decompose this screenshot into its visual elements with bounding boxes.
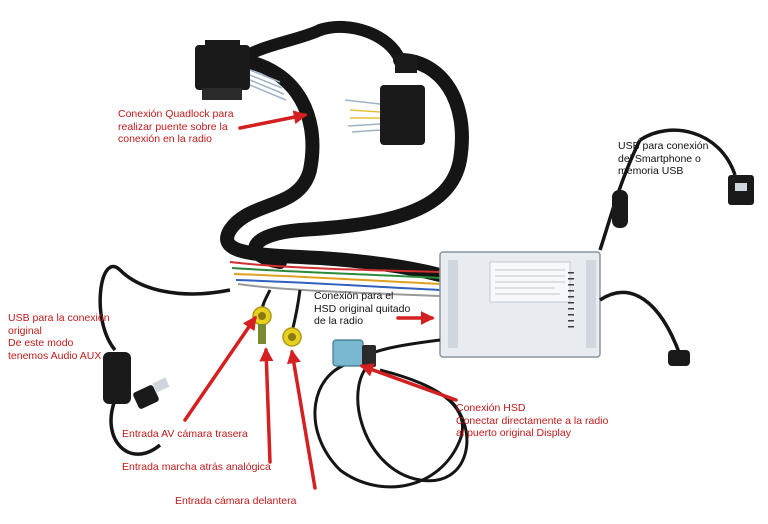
arrow-av-rear — [183, 315, 257, 422]
label-reverse-analog: Entrada marcha atrás analógica — [122, 461, 271, 473]
rca-yellow-connectors — [252, 289, 302, 347]
jack-connector-right — [668, 350, 690, 366]
arrow-reverse — [259, 347, 274, 464]
wiring-harness — [220, 20, 469, 282]
interface-module — [439, 251, 601, 358]
label-front-camera: Entrada cámara delantera — [175, 495, 297, 507]
quadlock-connector-left — [195, 40, 287, 101]
label-av-rear-camera: Entrada AV cámara trasera — [122, 428, 248, 440]
quadlock-connector-right — [344, 55, 425, 145]
wire-bundle — [229, 261, 441, 297]
label-hsd-connect: Conexión HSD Conectar directamente a la … — [456, 402, 609, 439]
arrow-quadlock — [238, 110, 308, 130]
usb-original-cable — [98, 265, 231, 456]
ferrite-core-right — [612, 190, 628, 228]
label-hsd-original: Conexión para el HSD original quitado de… — [314, 290, 411, 327]
label-quadlock: Conexión Quadlock para realizar puente s… — [118, 108, 234, 145]
arrow-front-camera — [286, 349, 317, 490]
usb-plug-icon — [133, 377, 170, 409]
usb-port-icon — [728, 175, 754, 205]
arrow-hsd-connect — [359, 363, 458, 402]
ferrite-core-left — [103, 352, 131, 404]
label-usb-original: USB para la conexión original De este mo… — [8, 312, 110, 362]
label-usb-smartphone: USB para conexión del Smartphone o memor… — [618, 140, 709, 177]
hsd-connector — [332, 339, 376, 367]
annotation-arrows — [183, 110, 458, 490]
